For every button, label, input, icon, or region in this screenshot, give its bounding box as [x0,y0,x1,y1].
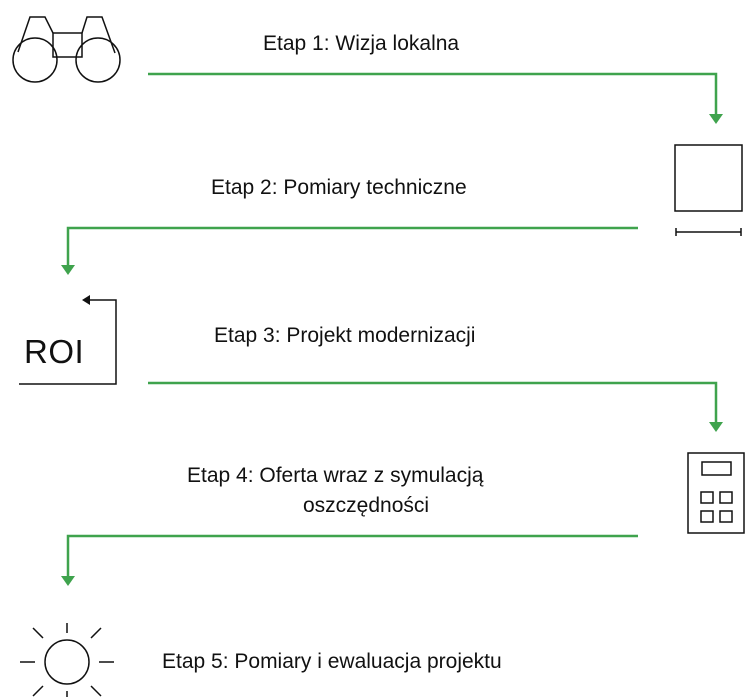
step-4-arrowhead [61,576,75,586]
roi-icon-text: ROI [24,333,85,370]
step-4-label-line1: Etap 4: Oferta wraz z symulacją [187,464,484,487]
roi-icon [19,299,117,385]
step-2-label: Etap 2: Pomiary techniczne [211,176,467,199]
roi-arrowhead-icon [82,295,90,305]
step-3-label: Etap 3: Projekt modernizacji [214,324,476,347]
step-4-arrow [66,534,638,578]
step-1-arrow [148,72,718,116]
step-2-arrow [66,226,638,267]
step-3-arrow [148,381,718,424]
measurement-square-icon [674,144,743,236]
step-4-label-line2: oszczędności [303,494,430,517]
sun-icon [20,623,114,697]
binoculars-icon [12,16,121,83]
step-5-label: Etap 5: Pomiary i ewaluacja projektu [162,650,502,673]
step-2-arrowhead [61,265,75,275]
step-3-arrowhead [709,422,723,432]
calculator-icon [687,452,745,534]
step-1-arrowhead [709,114,723,124]
step-1-label: Etap 1: Wizja lokalna [263,32,460,55]
